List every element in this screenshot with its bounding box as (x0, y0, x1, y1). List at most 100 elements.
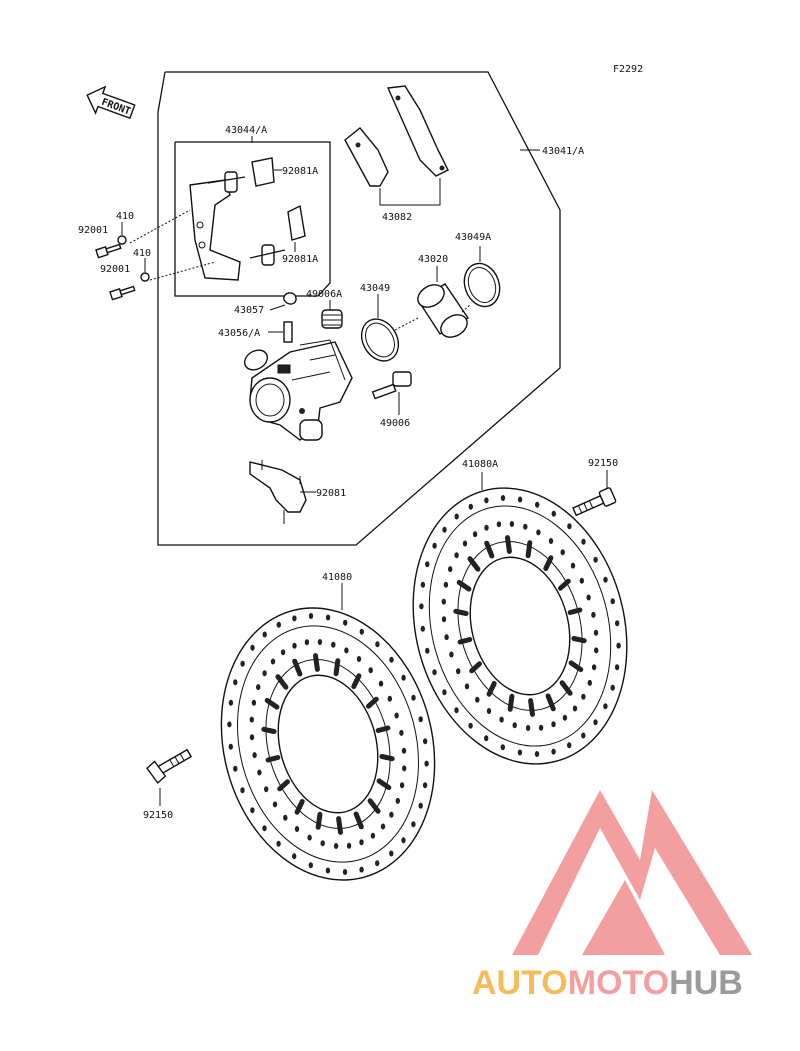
disc-hole (603, 576, 608, 583)
disc-hole (581, 693, 586, 700)
bleeder-cap (283, 292, 297, 305)
disc-hole (375, 860, 380, 867)
disc-hole (441, 616, 447, 623)
disc-hole (394, 712, 399, 719)
disc-bolt-left (146, 748, 193, 784)
disc-vent-slot (558, 578, 571, 591)
disc-hole (270, 658, 276, 665)
disc-hole (250, 644, 255, 651)
disc-hole (419, 603, 424, 610)
disc-hole (570, 562, 576, 569)
disc-hole (425, 647, 430, 654)
disc-hole (454, 513, 459, 520)
piston-seal-outer (463, 262, 501, 308)
piston-seal (360, 318, 400, 362)
disc-left-holes (227, 613, 429, 875)
anti-rattle-spring (249, 460, 307, 524)
disc-hole (442, 689, 447, 696)
disc-hole (586, 594, 591, 601)
disc-hole (615, 620, 620, 627)
disc-hole (486, 708, 492, 714)
disc-hole (512, 722, 517, 729)
disc-hole (317, 639, 323, 645)
disc-hole (591, 664, 597, 671)
disc-hole (399, 782, 405, 789)
disc-hole (442, 526, 447, 533)
disc-hole (614, 664, 620, 671)
disc-hole (368, 667, 373, 674)
label-bolt-right: 92150 (588, 458, 618, 469)
disc-hole (593, 629, 599, 636)
disc-hole (262, 825, 267, 832)
disc-hole (454, 552, 459, 559)
disc-hole (443, 581, 449, 588)
disc-hole (418, 802, 423, 809)
disc-hole (593, 719, 598, 726)
disc-hole (587, 679, 592, 686)
label-pin-bolt: 49006 (380, 418, 410, 429)
disc-hole (320, 840, 325, 847)
disc-vent-slot (265, 755, 281, 763)
disc-hole (342, 869, 348, 875)
disc-hole (262, 631, 267, 638)
disc-hole (402, 765, 407, 772)
label-bleeder-cap: 43057 (234, 305, 264, 316)
label-bleeder-valve: 43056/A (218, 328, 260, 339)
disc-hole (387, 695, 392, 702)
disc-hole (233, 765, 238, 772)
watermark-moto: MOTO (568, 964, 669, 1002)
bracket-assembly-outline (174, 141, 331, 297)
disc-hole (378, 680, 384, 687)
disc-hole (280, 649, 286, 656)
disc-hole (610, 598, 615, 605)
disc-hole (610, 684, 615, 691)
pin-bolt (371, 371, 412, 400)
pad-spring-upper (251, 157, 275, 187)
disc-hole (551, 721, 556, 728)
disc-vent-slot (457, 637, 473, 645)
disc-hole (517, 496, 523, 503)
disc-hole (535, 501, 540, 508)
disc-vent-slot (294, 799, 305, 815)
disc-hole (292, 642, 297, 649)
label-pads: 43082 (382, 212, 412, 223)
label-washer-upper: 410 (116, 211, 134, 222)
disc-hole (401, 747, 407, 754)
pad-spring-lower (287, 204, 306, 241)
disc-hole (411, 694, 416, 701)
label-piston: 43020 (418, 254, 448, 265)
label-anti-rattle-spring: 92081 (316, 488, 346, 499)
disc-hole (401, 674, 406, 681)
disc-hole (432, 669, 437, 676)
disc-vent-slot (505, 535, 512, 554)
disc-hole (294, 826, 300, 832)
disc-hole (375, 641, 380, 648)
label-bracket-assy: 43044/A (225, 125, 267, 136)
disc-hole (616, 642, 621, 649)
front-arrow-icon: FRONT (86, 85, 136, 120)
disc-hole (304, 639, 310, 646)
disc-hole (517, 749, 523, 756)
disc-hole (359, 866, 364, 873)
watermark-logo-icon (512, 790, 752, 955)
svg-text:AUTOMOTOHUB: AUTOMOTOHUB (472, 964, 743, 1002)
disc-hole (448, 566, 453, 573)
disc-vent-slot (456, 579, 472, 592)
disc-hole (331, 641, 336, 648)
disc-hole (344, 647, 349, 654)
disc-hole (603, 703, 608, 710)
disc-hole (551, 510, 556, 517)
disc-hole (356, 656, 362, 662)
disc-hole (256, 684, 261, 691)
disc-vent-slot (333, 658, 341, 677)
label-disc-left: 41080 (322, 572, 352, 583)
disc-hole (484, 524, 489, 531)
disc-hole (250, 807, 255, 814)
disc-hole (325, 614, 331, 621)
disc-hole (472, 531, 478, 538)
label-piston-seal: 43049 (360, 283, 390, 294)
disc-hole (509, 521, 515, 527)
disc-hole (581, 732, 586, 739)
disc-hole (468, 722, 473, 729)
